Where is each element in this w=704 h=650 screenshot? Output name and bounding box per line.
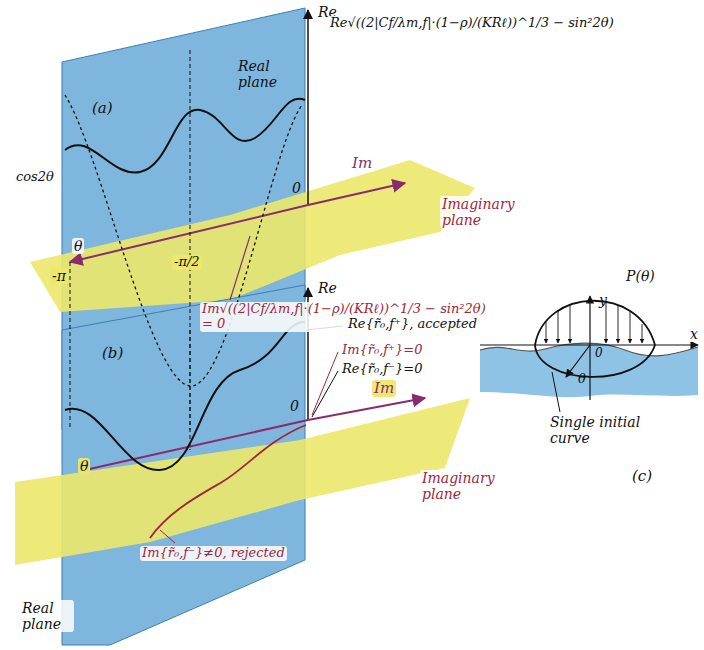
plane-label: Real plane xyxy=(20,600,74,632)
accepted-curve xyxy=(65,322,305,470)
y-axis xyxy=(589,296,590,400)
tick-label: -π xyxy=(50,268,68,284)
plane-label: Imaginary plane xyxy=(440,196,540,228)
axis-label: θ xyxy=(72,238,84,254)
leader-line xyxy=(312,352,338,415)
im-axis xyxy=(308,183,405,205)
panel-label: (b) xyxy=(100,345,125,362)
re-axis xyxy=(307,10,309,205)
ground-line xyxy=(480,343,698,356)
origin-label: 0 xyxy=(290,180,303,196)
panel-label: (a) xyxy=(90,100,115,117)
angle-label: θ xyxy=(576,372,588,387)
axis-label: Im xyxy=(372,380,396,397)
rejected-curve xyxy=(150,425,306,538)
imaginary-plane xyxy=(30,160,475,312)
leader-line xyxy=(160,530,175,543)
condition-label: Im{r̃₀,f⁺}=0 xyxy=(340,343,424,358)
im-axis xyxy=(308,398,425,420)
formula: Re√((2|Cf/λm,f|·(1−ρ)/(KRℓ))^1/3 − sin²2… xyxy=(328,16,700,31)
plane-label: Real plane xyxy=(236,58,302,90)
axis-label: Re xyxy=(316,280,339,296)
dashed-line xyxy=(70,262,71,430)
real-curve xyxy=(65,99,305,173)
tick-label: -π/2 xyxy=(172,255,202,270)
load-label: P(θ) xyxy=(624,268,657,284)
leader-line xyxy=(230,236,250,300)
pressure-arrows xyxy=(546,302,642,343)
curve-label: cos2θ xyxy=(14,170,56,185)
cos-curve xyxy=(65,95,302,386)
axis-label: x xyxy=(688,326,700,342)
plane-label: Imaginary plane xyxy=(420,470,524,502)
leader-line xyxy=(552,372,560,412)
origin-label: 0 xyxy=(593,347,605,361)
panel-label: (c) xyxy=(630,468,654,485)
curve-label: Re{r̃₀,f⁺}, accepted xyxy=(346,317,479,332)
dashed-line xyxy=(190,330,191,450)
ground xyxy=(480,343,698,397)
initial-curve xyxy=(535,345,655,377)
imaginary-plane xyxy=(15,398,470,565)
origin-label: 0 xyxy=(288,398,301,414)
axis-label: y xyxy=(597,292,609,308)
leader-line xyxy=(312,371,338,417)
note: Single initial curve xyxy=(548,414,644,446)
curve-label: Im{r̃₀,f⁻}≠0, rejected xyxy=(140,546,287,561)
axis-label: Im xyxy=(350,155,374,172)
axis-label: θ xyxy=(78,458,90,474)
condition-label: Re{r̃₀,f⁻}=0 xyxy=(340,362,424,377)
theta-axis xyxy=(70,205,308,262)
pressure-arch xyxy=(535,301,655,345)
